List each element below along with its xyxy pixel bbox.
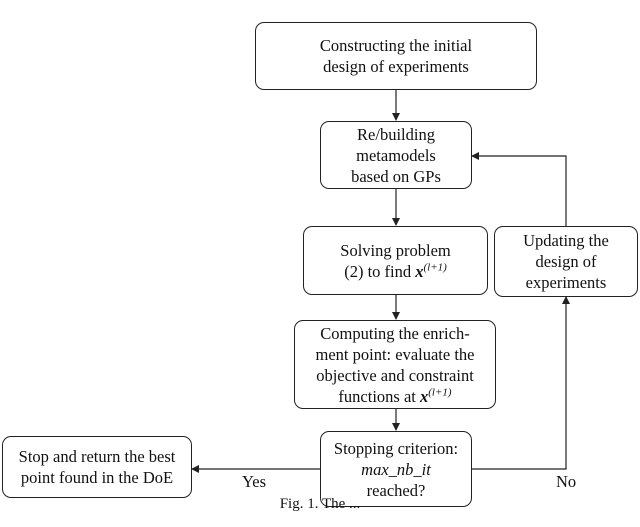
figure-caption: Fig. 1. The ... — [279, 496, 361, 512]
arrow-update-to-rebuild — [471, 152, 567, 226]
node-compute-enrichment: Computing the enrich- ment point: evalua… — [294, 320, 496, 409]
node-update-doe: Updating the design of experiments — [494, 226, 638, 297]
node-stop-and-return: Stop and return the best point found in … — [2, 436, 192, 498]
node-solve-problem: Solving problem (2) to find x(l+1) — [303, 226, 488, 295]
edge-label-no: No — [556, 472, 577, 491]
node-stopping-criterion: Stopping criterion: max_nb_it reached? — [320, 431, 472, 507]
node-initial-doe: Constructing the initial design of exper… — [255, 22, 537, 90]
node-rebuild-metamodels: Re/building metamodels based on GPs — [320, 121, 472, 189]
edge-label-yes: Yes — [242, 472, 267, 491]
arrow-no-to-update — [472, 296, 570, 470]
